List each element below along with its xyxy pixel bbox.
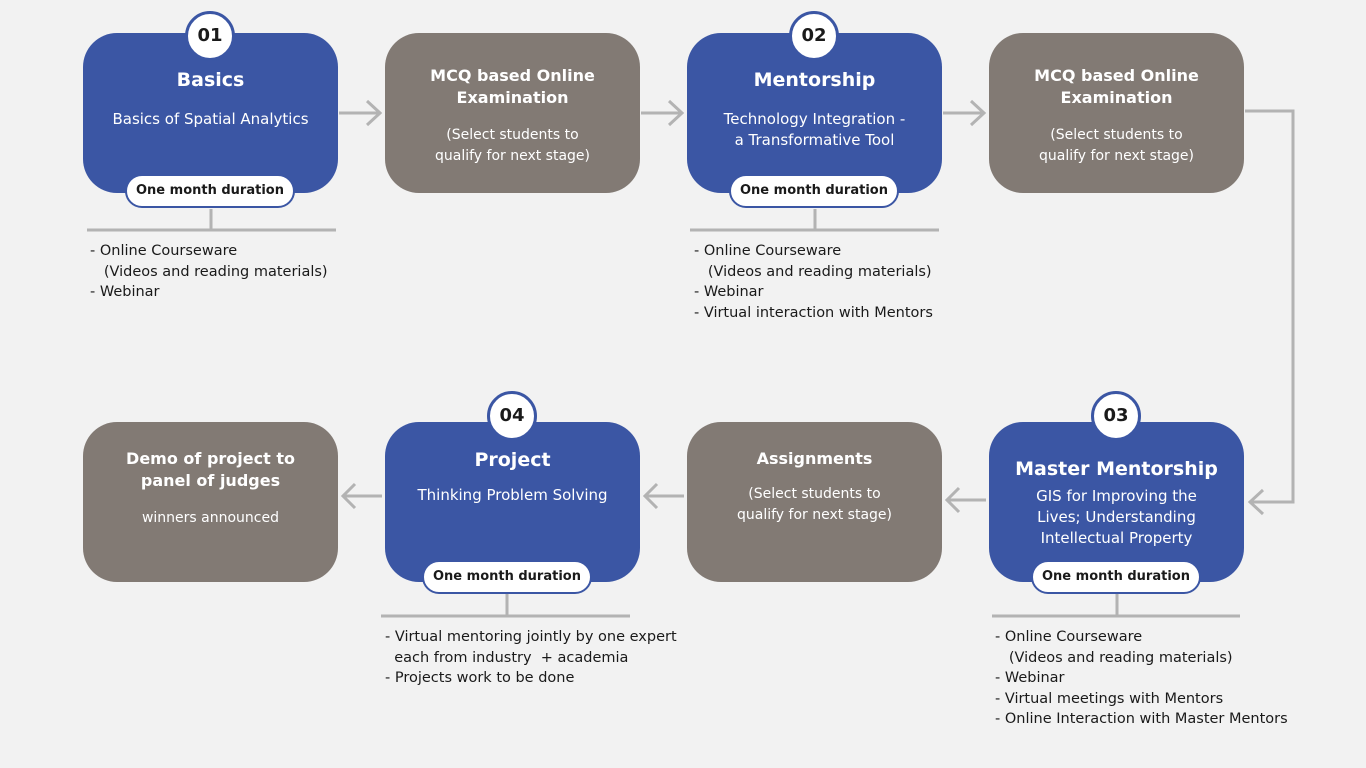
demo-gate-box: Demo of project to panel of judges winne… xyxy=(83,422,338,582)
stage-notes: - Online Courseware (Videos and reading … xyxy=(694,243,933,321)
gate-title: MCQ based Online Examination xyxy=(1034,66,1199,107)
wrap-connector xyxy=(1245,109,1295,516)
gate-title: Assignments xyxy=(756,449,873,468)
stage-title: Mentorship xyxy=(753,69,876,91)
right-arrow-icon xyxy=(943,99,987,127)
stage-subtitle: GIS for Improving the Lives; Understandi… xyxy=(1036,487,1197,547)
gate-subtitle: winners announced xyxy=(141,510,280,526)
duration-pill: One month duration xyxy=(125,174,295,208)
gate-subtitle: (Select students to qualify for next sta… xyxy=(736,486,893,523)
right-arrow-icon xyxy=(641,99,685,127)
stage-03-box: Master Mentorship GIS for Improving the … xyxy=(989,422,1244,582)
notes-bracket xyxy=(87,209,336,232)
gate-subtitle: (Select students to qualify for next sta… xyxy=(1038,127,1195,164)
stage-subtitle: Basics of Spatial Analytics xyxy=(112,110,309,128)
stage-number-badge: 01 xyxy=(185,11,235,61)
duration-pill: One month duration xyxy=(729,174,899,208)
duration-pill: One month duration xyxy=(1031,560,1201,594)
notes-bracket xyxy=(690,209,939,232)
stage-subtitle: Thinking Problem Solving xyxy=(417,486,608,504)
stage-title: Basics xyxy=(176,69,245,91)
assignments-gate-box: Assignments (Select students to qualify … xyxy=(687,422,942,582)
gate-title: MCQ based Online Examination xyxy=(430,66,595,107)
stage-04-box: Project Thinking Problem Solving xyxy=(385,422,640,582)
exam-gate-box: MCQ based Online Examination (Select stu… xyxy=(989,33,1244,193)
left-arrow-icon xyxy=(642,482,684,510)
stage-notes: - Virtual mentoring jointly by one exper… xyxy=(385,629,677,686)
gate-subtitle: (Select students to qualify for next sta… xyxy=(434,127,591,164)
right-arrow-icon xyxy=(339,99,383,127)
left-arrow-icon xyxy=(944,486,986,514)
notes-bracket xyxy=(992,594,1240,618)
stage-notes: - Online Courseware (Videos and reading … xyxy=(995,629,1288,727)
stage-number-badge: 04 xyxy=(487,391,537,441)
exam-gate-box: MCQ based Online Examination (Select stu… xyxy=(385,33,640,193)
stage-number-badge: 03 xyxy=(1091,391,1141,441)
left-arrow-icon xyxy=(340,482,382,510)
stage-subtitle: Technology Integration - a Transformativ… xyxy=(723,110,906,149)
stage-notes: - Online Courseware (Videos and reading … xyxy=(90,243,328,300)
stage-title: Project xyxy=(474,449,551,471)
stage-number-badge: 02 xyxy=(789,11,839,61)
notes-bracket xyxy=(381,594,630,618)
stage-title: Master Mentorship xyxy=(1015,458,1218,480)
duration-pill: One month duration xyxy=(422,560,592,594)
gate-title: Demo of project to panel of judges xyxy=(126,449,295,490)
